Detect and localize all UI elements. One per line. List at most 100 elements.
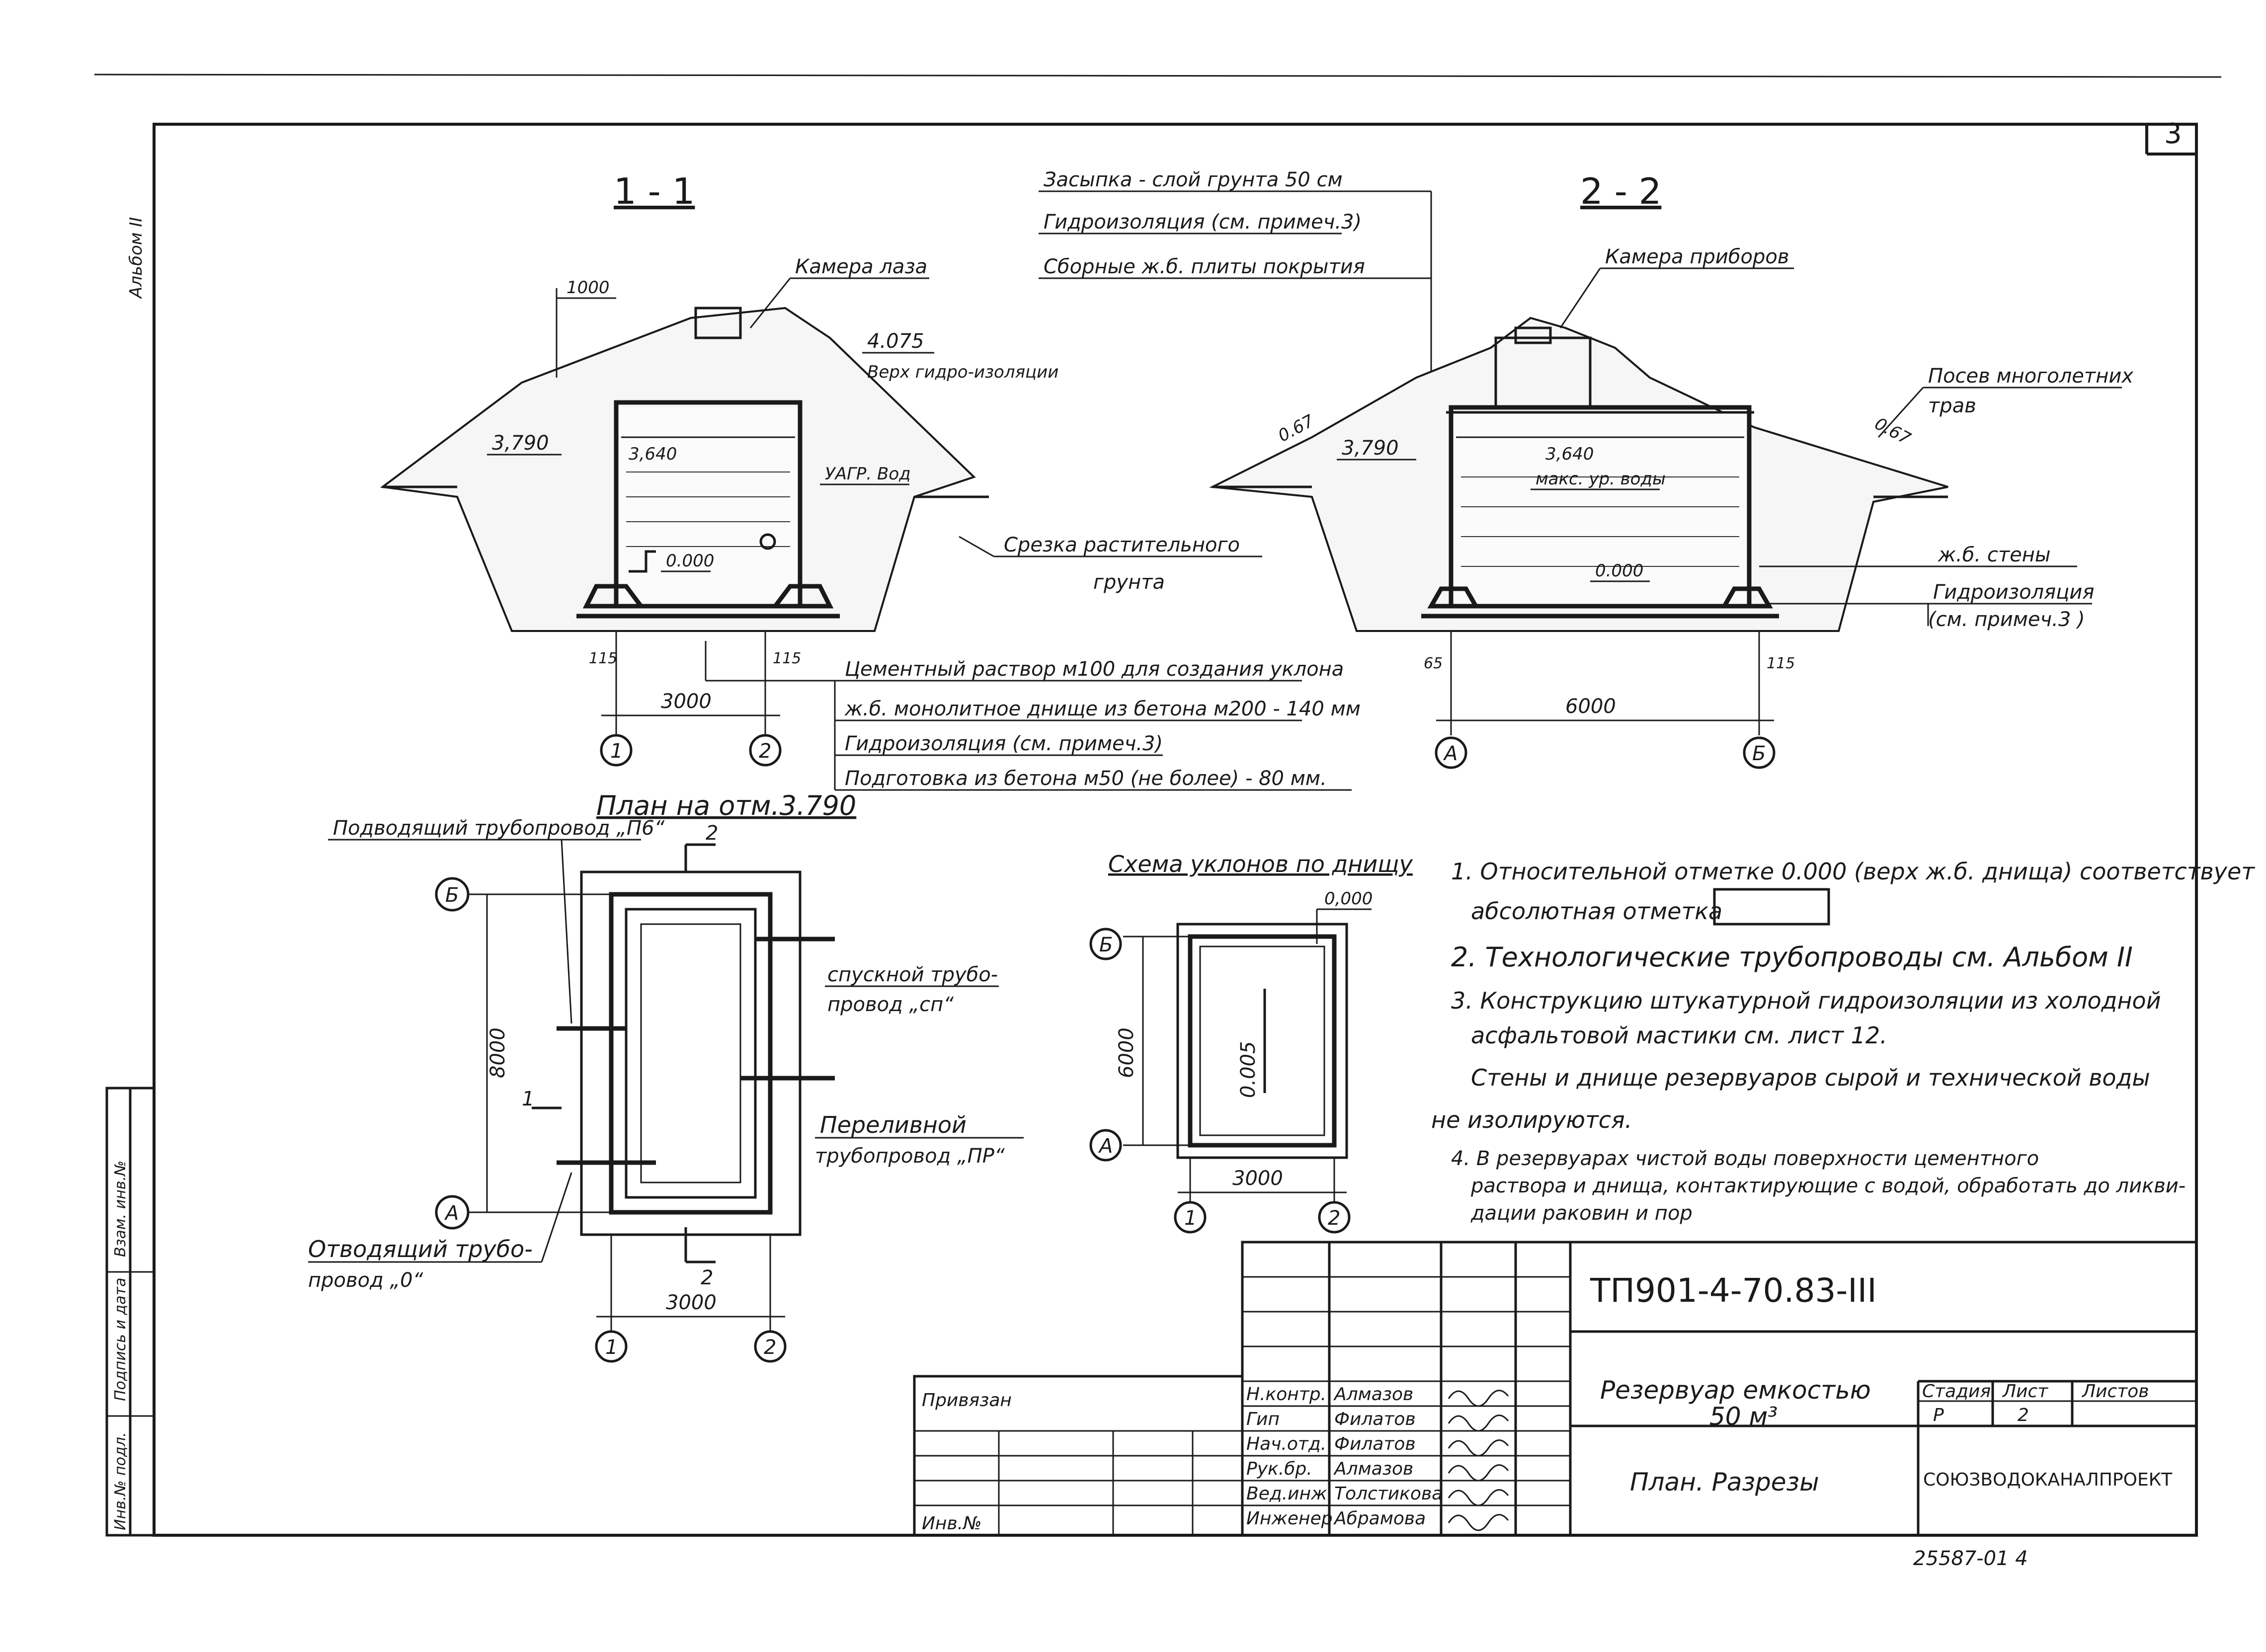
layer-bottom-insulation: Гидроизоляция (см. примеч.3) — [845, 732, 1163, 755]
note-4-line-1: 4. В резервуарах чистой воды поверхности… — [1451, 1147, 2039, 1170]
tb-name-3: Алмазов — [1333, 1459, 1413, 1479]
note-3-line-2: асфальтовой мастики см. лист 12. — [1471, 1022, 1887, 1049]
section-2-2-elev-0000: 0.000 — [1595, 561, 1643, 581]
plan-section-mark-side: 1 — [522, 1088, 534, 1110]
tb-bound-label: Привязан — [922, 1390, 1012, 1411]
tb-sheet-title: План. Разрезы — [1630, 1468, 1819, 1496]
section-2-2-title: 2 - 2 — [1580, 170, 1661, 212]
note-3-line-4: не изолируются. — [1431, 1106, 1632, 1133]
plan-pipe-drain-label-1: спускной трубо- — [827, 963, 998, 986]
plan-section-mark-top: 2 — [706, 822, 718, 845]
plan-axis-a: А — [444, 1202, 459, 1225]
left-strip-inv-label: Инв.№ подл. — [112, 1432, 129, 1530]
section-1-1-dim-top: 1000 — [566, 278, 610, 298]
tb-object-title-2: 50 м³ — [1709, 1402, 1778, 1431]
section-2-2-elev-3640: 3,640 — [1545, 444, 1594, 464]
section-2-2-leader-walls: ж.б. стены — [1938, 544, 2050, 566]
plan-pipe-overflow-label-1: Переливной — [820, 1111, 967, 1138]
slope-scheme-slope-value: 0.005 — [1237, 1041, 1260, 1098]
title-block: Н.контр. Гип Нач.отд. Рук.бр. Вед.инж. И… — [913, 1241, 2198, 1537]
note-1-line-1: 1. Относительной отметке 0.000 (верх ж.б… — [1451, 858, 2255, 885]
section-2-2-dim-width: 6000 — [1565, 695, 1616, 718]
slope-scheme-axis-a: А — [1098, 1135, 1113, 1158]
tb-role-2: Нач.отд. — [1246, 1434, 1326, 1454]
slope-scheme-dim-width: 3000 — [1232, 1167, 1283, 1190]
section-2-2-leader-insulation-2: (см. примеч.3 ) — [1928, 608, 2085, 631]
tb-name-2: Филатов — [1334, 1434, 1416, 1454]
layer-callouts-bottom: Цементный раствор м100 для создания укло… — [705, 641, 1361, 791]
tb-sheet-header: Лист — [2002, 1381, 2048, 1402]
plan-pipe-overflow-label-2: трубопровод „ПР“ — [815, 1145, 1005, 1168]
plan-dim-length: 8000 — [486, 1027, 509, 1078]
plan-pipe-drain-label-2: провод „сп“ — [827, 993, 954, 1016]
slope-scheme-axis-2: 2 — [1328, 1207, 1340, 1230]
tb-name-4: Толстикова — [1334, 1484, 1443, 1504]
section-2-2-slope-right: 0.67 — [1871, 414, 1914, 449]
section-1-1-dim-115-left: 115 — [589, 650, 617, 667]
section-1-1-dim-width: 3000 — [661, 690, 712, 713]
slope-scheme-elev-0000: 0,000 — [1324, 889, 1373, 909]
slope-scheme: Схема уклонов по днищу 0.005 0,000 6000 … — [1089, 851, 1413, 1234]
section-1-1-leader-topsoil-1: Срезка растительного — [1004, 534, 1240, 556]
section-2-2-label-water-level: макс. ур. воды — [1536, 469, 1666, 489]
note-absolute-elevation-box — [1713, 888, 1830, 926]
plan-pipe-outlet-label-2: провод „0“ — [308, 1269, 423, 1292]
tb-stage-header: Стадия — [1922, 1381, 1991, 1402]
plan-title: План на отм.3.790 — [596, 790, 856, 821]
plan-3790: План на отм.3.790 2 2 1 Подводящий трубо… — [308, 790, 1024, 1363]
layer-bottom-slab: ж.б. монолитное днище из бетона м200 - 1… — [844, 698, 1361, 720]
section-1-1-axis-1: 1 — [610, 740, 623, 763]
tb-role-5: Инженер — [1246, 1508, 1333, 1529]
layer-bottom-cement: Цементный раствор м100 для создания укло… — [845, 658, 1344, 681]
left-binding-strip: Инв.№ подл. Подпись и дата Взам. инв.№ — [105, 1087, 156, 1537]
section-1-1-title: 1 - 1 — [614, 170, 695, 212]
tb-object-title-1: Резервуар емкостью — [1600, 1376, 1871, 1405]
tb-role-3: Рук.бр. — [1246, 1459, 1312, 1479]
slope-scheme-outline-outer — [1176, 923, 1348, 1159]
section-1-1-label-top-insulation: Верх гидро-изоляции — [867, 362, 1058, 382]
section-1-1-elev-top-insulation: 4.075 — [867, 330, 924, 353]
left-strip-replace-label: Взам. инв.№ — [112, 1161, 129, 1257]
section-2-2-leader-chamber: Камера приборов — [1605, 245, 1789, 268]
tb-sheets-header: Листов — [2081, 1381, 2149, 1402]
tb-sheet-value: 2 — [2018, 1405, 2029, 1425]
tb-signatures — [1448, 1390, 1509, 1531]
section-2-2-elev-3790: 3,790 — [1342, 437, 1399, 460]
section-2-2-leader-grass-2: трав — [1928, 394, 1976, 417]
tb-role-0: Н.контр. — [1246, 1384, 1326, 1405]
slope-scheme-axis-b: Б — [1099, 934, 1113, 956]
plan-axis-1: 1 — [605, 1336, 618, 1359]
layer-top-insulation: Гидроизоляция (см. примеч.3) — [1044, 211, 1362, 234]
section-2-2-dim-65: 65 — [1424, 655, 1443, 672]
section-1-1-axis-2: 2 — [759, 740, 771, 763]
notes: 1. Относительной отметке 0.000 (верх ж.б… — [1431, 858, 2255, 1225]
plan-outline-outer — [580, 870, 802, 1236]
layer-bottom-preparation: Подготовка из бетона м50 (не более) - 80… — [845, 767, 1327, 790]
section-2-2-dim-115: 115 — [1767, 655, 1795, 672]
sheet-frame: 3 Альбом II — [94, 74, 2222, 1537]
left-strip-sign-label: Подпись и дата — [112, 1278, 129, 1402]
tb-role-1: Гип — [1246, 1409, 1280, 1429]
album-side-label: Альбом II — [126, 217, 146, 299]
sheet-number: 3 — [2164, 118, 2182, 150]
section-2-2: 2 - 2 0.67 0.67 3,790 3,640 макс. ур. во… — [1209, 170, 2133, 769]
section-1-1: 1 - 1 1000 4.075 Верх гидро-изоляци — [380, 170, 1262, 767]
section-1-1-elev-0000: 0.000 — [666, 551, 714, 571]
bottom-stamp: 25587-01 4 — [1913, 1547, 2028, 1570]
section-2-2-leader-grass-1: Посев многолетних — [1928, 365, 2133, 388]
section-1-1-hatch — [694, 307, 742, 339]
section-1-1-elev-3640: 3,640 — [629, 444, 677, 464]
note-4-line-2: раствора и днища, контактирующие с водой… — [1470, 1175, 2185, 1197]
section-1-1-leader-chamber: Камера лаза — [795, 255, 927, 278]
tb-name-1: Филатов — [1334, 1409, 1416, 1429]
note-3-line-3: Стены и днище резервуаров сырой и технич… — [1471, 1064, 2150, 1091]
tb-inv-label: Инв.№ — [922, 1513, 982, 1534]
layer-top-backfill: Засыпка - слой грунта 50 см — [1044, 168, 1343, 191]
layer-top-slabs: Сборные ж.б. плиты покрытия — [1044, 255, 1365, 278]
section-1-1-elev-3790: 3,790 — [492, 432, 549, 455]
plan-axis-b: Б — [445, 884, 459, 907]
section-2-2-tank-walls — [1449, 405, 1752, 609]
plan-dim-width: 3000 — [666, 1291, 717, 1314]
section-1-1-label-water-level: УАГР. Вод — [825, 464, 911, 484]
